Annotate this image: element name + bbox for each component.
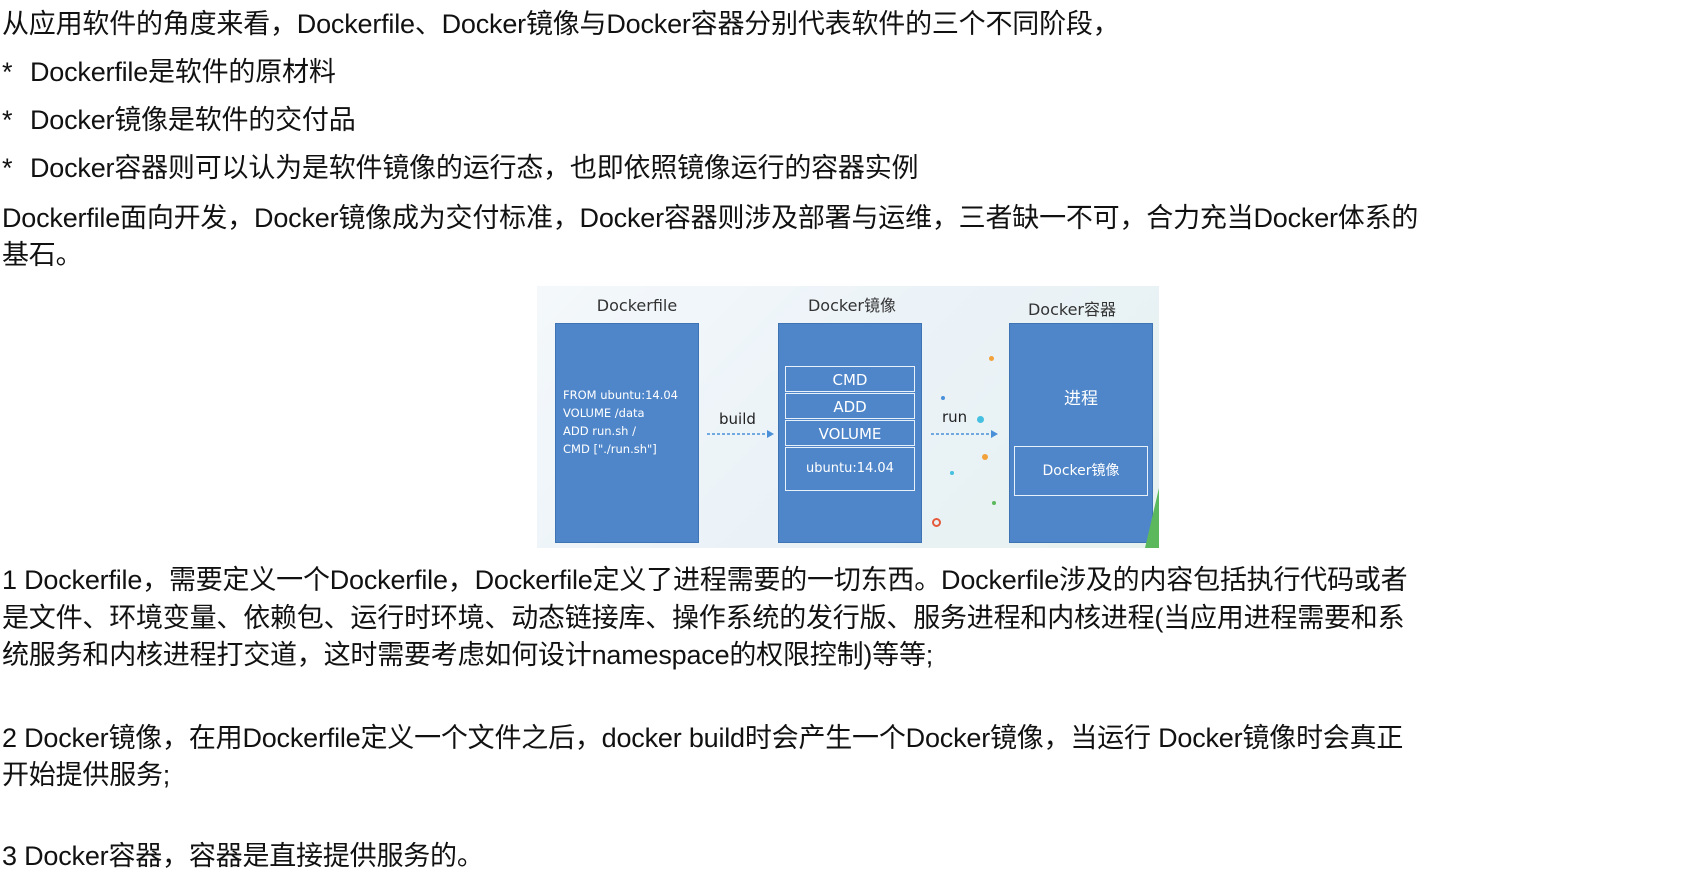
figure-title-dockerfile: Dockerfile bbox=[596, 296, 678, 315]
dockerfile-box: FROM ubuntu:14.04 VOLUME /data ADD run.s… bbox=[555, 323, 699, 543]
bullet-item: * Docker容器则可以认为是软件镜像的运行态，也即依照镜像运行的容器实例 bbox=[2, 150, 919, 186]
bullet-marker: * bbox=[2, 105, 13, 135]
code-line: ADD run.sh / bbox=[563, 424, 637, 438]
decor-dot bbox=[932, 518, 941, 527]
code-line: VOLUME /data bbox=[563, 406, 645, 420]
bullet-text: Dockerfile是软件的原材料 bbox=[30, 57, 336, 87]
bullet-text: Docker容器则可以认为是软件镜像的运行态，也即依照镜像运行的容器实例 bbox=[30, 153, 919, 183]
decor-dot bbox=[977, 416, 984, 423]
bullet-marker: * bbox=[2, 153, 13, 183]
para1-line-1: 1 Dockerfile，需要定义一个Dockerfile，Dockerfile… bbox=[2, 565, 1408, 595]
image-layer: ADD bbox=[785, 393, 915, 419]
decor-dot bbox=[989, 356, 994, 361]
green-corner-accent bbox=[1145, 488, 1159, 548]
build-label: build bbox=[719, 410, 756, 428]
code-line: CMD ["./run.sh"] bbox=[563, 442, 657, 456]
code-line: FROM ubuntu:14.04 bbox=[563, 388, 678, 402]
image-layer: ubuntu:14.04 bbox=[785, 447, 915, 491]
summary-line-1: Dockerfile面向开发，Docker镜像成为交付标准，Docker容器则涉… bbox=[2, 203, 1419, 233]
docker-image-box: CMD ADD VOLUME ubuntu:14.04 bbox=[778, 323, 922, 543]
decor-dot bbox=[950, 471, 954, 475]
para2-line-2: 开始提供服务; bbox=[2, 760, 171, 790]
para1-line-3: 统服务和内核进程打交道，这时需要考虑如何设计namespace的权限控制)等等; bbox=[2, 640, 934, 670]
para3-line-1: 3 Docker容器，容器是直接提供服务的。 bbox=[2, 841, 484, 871]
para1-line-2: 是文件、环境变量、依赖包、运行时环境、动态链接库、操作系统的发行版、服务进程和内… bbox=[2, 603, 1405, 633]
bullet-marker: * bbox=[2, 57, 13, 87]
image-layer: CMD bbox=[785, 366, 915, 392]
intro-line: 从应用软件的角度来看，Dockerfile、Docker镜像与Docker容器分… bbox=[2, 9, 1120, 39]
decor-dot bbox=[992, 501, 996, 505]
summary-line-2: 基石。 bbox=[2, 240, 83, 270]
para2-line-1: 2 Docker镜像，在用Dockerfile定义一个文件之后，docker b… bbox=[2, 723, 1404, 753]
bullet-text: Docker镜像是软件的交付品 bbox=[30, 105, 356, 135]
run-label: run bbox=[942, 408, 968, 426]
image-layer: VOLUME bbox=[785, 420, 915, 446]
docker-stages-figure: Dockerfile Docker镜像 Docker容器 FROM ubuntu… bbox=[537, 286, 1159, 548]
decor-dot bbox=[982, 454, 988, 460]
figure-title-container: Docker容器 bbox=[1027, 300, 1117, 319]
container-process: 进程 bbox=[1064, 389, 1098, 409]
decor-dot bbox=[941, 396, 945, 400]
run-arrow-icon bbox=[931, 430, 998, 438]
bullet-item: * Dockerfile是软件的原材料 bbox=[2, 54, 336, 90]
docker-container-box: 进程 Docker镜像 bbox=[1009, 323, 1153, 543]
container-inner-image: Docker镜像 bbox=[1014, 446, 1148, 496]
bullet-item: * Docker镜像是软件的交付品 bbox=[2, 102, 356, 138]
dockerfile-code: FROM ubuntu:14.04 VOLUME /data ADD run.s… bbox=[563, 386, 678, 458]
figure-title-image: Docker镜像 bbox=[807, 296, 897, 315]
build-arrow-icon bbox=[707, 430, 774, 438]
